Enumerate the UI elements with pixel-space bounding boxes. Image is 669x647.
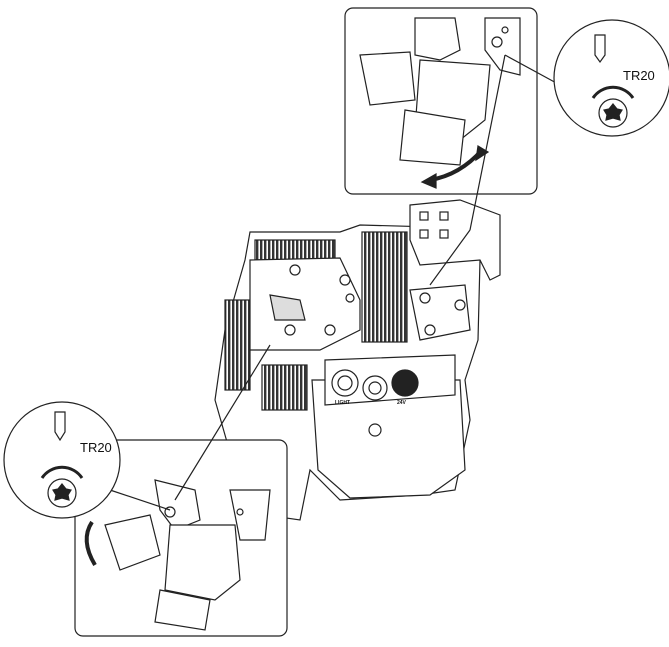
torx-driver-icon [40, 411, 84, 508]
inset-bottom-camera [104, 479, 271, 631]
rotate-arrow-icon [84, 520, 97, 567]
bracket-left [249, 257, 361, 351]
callout-circle-top [553, 19, 669, 137]
torx-driver-icon [591, 34, 635, 128]
connector-label-light: LIGHT [335, 400, 350, 406]
connector-label-power: 24V [397, 400, 406, 406]
callout-circle-bottom [3, 401, 121, 519]
arrowhead-icon [475, 145, 490, 162]
tool-label-top: TR20 [623, 68, 655, 83]
tool-label-bottom: TR20 [80, 440, 112, 455]
callout-leader [109, 344, 271, 511]
inset-top-camera [359, 17, 521, 166]
bracket-right [409, 199, 501, 341]
connectors [331, 369, 419, 437]
callout-leader [429, 54, 561, 286]
arrowhead-icon [420, 172, 437, 189]
